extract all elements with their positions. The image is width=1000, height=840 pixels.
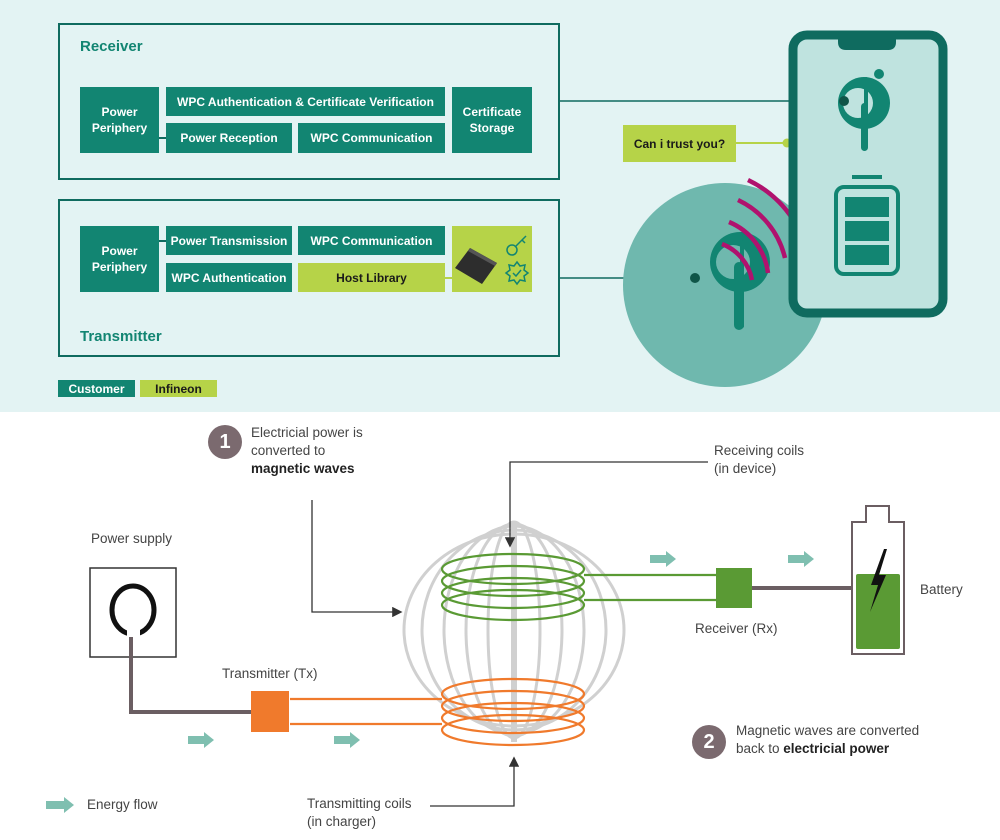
wireless-waves-icon (721, 177, 794, 281)
step1-badge: 1 (208, 425, 242, 459)
wpc-architecture-panel: Receiver Power Periphery WPC Authenticat… (0, 0, 1000, 412)
tx-wpc-communication-block: WPC Communication (298, 226, 445, 255)
key-icon (506, 235, 527, 256)
certificate-badge-icon (504, 260, 530, 286)
step1-text: Electricial power is converted to magnet… (251, 425, 363, 476)
energy-flow-legend-label: Energy flow (87, 797, 158, 812)
legend-energy-arrow (46, 797, 74, 813)
top-graphics (159, 30, 948, 387)
energy-arrow (650, 551, 676, 567)
battery-icon (851, 505, 905, 655)
rx-power-reception-block: Power Reception (166, 123, 292, 153)
step1-callout-line (311, 500, 403, 618)
power-socket-icon (89, 567, 177, 658)
step2-text: Magnetic waves are converted back to ele… (736, 723, 920, 756)
rx-certificate-storage-block: Certificate Storage (452, 87, 532, 153)
rx-auth-cert-verification-block: WPC Authentication & Certificate Verific… (166, 87, 445, 116)
transmitting-coils (290, 677, 586, 747)
tx-wpc-authentication-block: WPC Authentication (166, 263, 292, 292)
bottom-graphics (46, 461, 905, 813)
supply-wire (129, 637, 251, 714)
energy-flow-arrows (46, 551, 814, 813)
receiver-title: Receiver (80, 38, 143, 55)
battery-label: Battery (920, 582, 963, 597)
transmitter-label: Transmitter (Tx) (222, 666, 318, 681)
receiver-frame (58, 23, 560, 180)
transmitter-title: Transmitter (80, 328, 162, 345)
transmitter-box (251, 691, 289, 732)
wireless-charging-diagram: 1 Electricial power is converted to magn… (0, 412, 1000, 840)
legend-customer: Customer (58, 380, 135, 397)
transmitter-frame (58, 199, 560, 357)
rx-wpc-communication-block: WPC Communication (298, 123, 445, 153)
tx-power-periphery-block: Power Periphery (80, 226, 159, 292)
smartphone-icon (788, 30, 948, 318)
receiving-coils (440, 552, 716, 622)
receiver-label: Receiver (Rx) (695, 621, 778, 636)
receiving-coils-callout-line (504, 461, 708, 548)
secure-chip-icon (455, 248, 497, 284)
transmitting-coils-label: Transmitting coils (in charger) (307, 796, 412, 829)
magnetic-field-lines (402, 520, 626, 742)
tx-power-transmission-block: Power Transmission (166, 226, 292, 255)
phone-battery-icon (834, 175, 900, 276)
tx-host-library-block: Host Library (298, 263, 445, 292)
legend-infineon: Infineon (140, 380, 217, 397)
energy-arrow (188, 732, 214, 748)
receiving-coils-label: Receiving coils (in device) (714, 443, 805, 476)
phone-qi-logo-icon (838, 69, 890, 151)
rx-power-periphery-block: Power Periphery (80, 87, 159, 153)
transmitting-coils-callout-line (430, 756, 520, 807)
power-supply-label: Power supply (91, 531, 173, 546)
receiver-box (716, 568, 752, 608)
energy-arrow (788, 551, 814, 567)
energy-arrow (334, 732, 360, 748)
step2-badge: 2 (692, 725, 726, 759)
trust-speech-bubble: Can i trust you? (623, 125, 736, 162)
